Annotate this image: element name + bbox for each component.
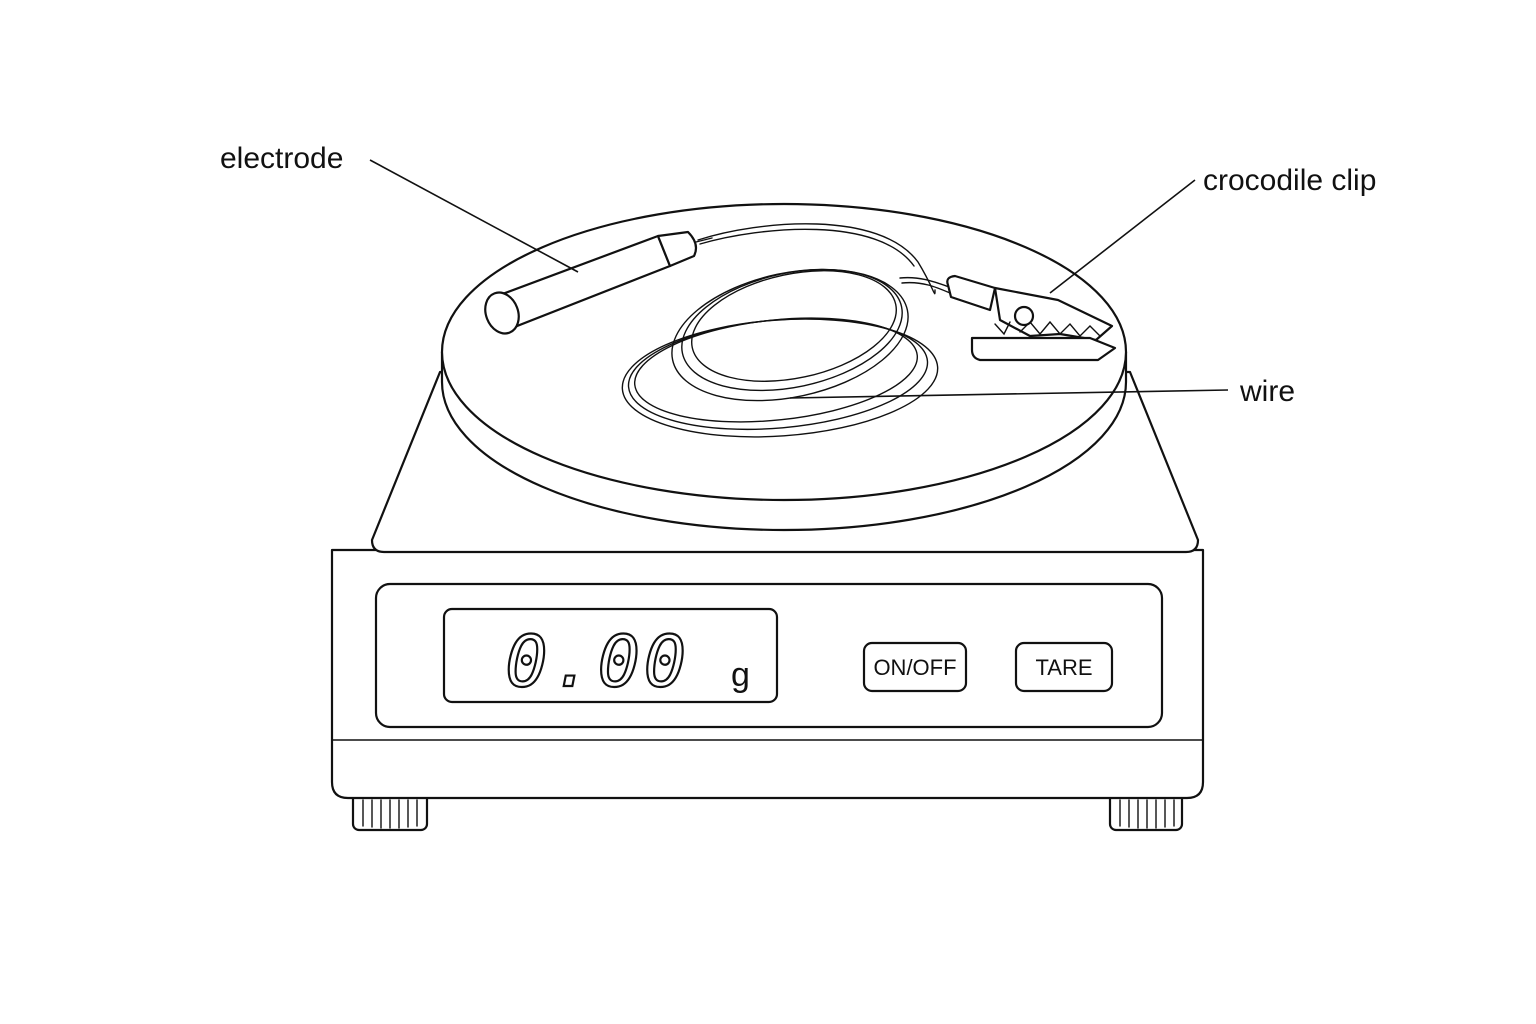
display-unit: g bbox=[731, 656, 750, 694]
tare-button-label: TARE bbox=[1035, 655, 1092, 680]
on-off-button[interactable]: ON/OFF bbox=[862, 641, 968, 693]
weighing-pan bbox=[440, 202, 1128, 532]
control-panel: 0.00 g ON/OFF TARE bbox=[374, 582, 1164, 729]
crocodile-clip bbox=[946, 274, 1117, 362]
electrode-label: electrode bbox=[220, 142, 343, 175]
crocodile-clip-leader bbox=[1049, 179, 1196, 294]
wire bbox=[621, 223, 953, 438]
tare-button[interactable]: TARE bbox=[1014, 641, 1114, 693]
wire-label: wire bbox=[1239, 375, 1295, 408]
electrode bbox=[484, 230, 713, 335]
wire-leader bbox=[789, 389, 1229, 399]
electrode-leader bbox=[369, 159, 579, 273]
on-off-button-label: ON/OFF bbox=[873, 655, 956, 680]
crocodile-clip-label: crocodile clip bbox=[1203, 164, 1376, 197]
lcd-display: 0.00 g bbox=[442, 607, 779, 704]
display-reading: 0.00 bbox=[505, 621, 690, 703]
callout-lines bbox=[369, 159, 1229, 399]
